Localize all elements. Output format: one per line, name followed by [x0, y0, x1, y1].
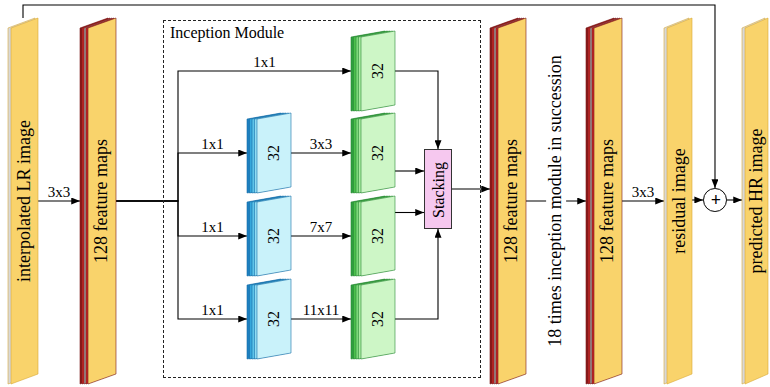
connector-arrow — [622, 200, 664, 201]
node-label: 32 — [265, 311, 283, 327]
feature-map-stack: 128 feature maps — [80, 18, 116, 384]
map-layer — [88, 18, 116, 384]
sum-node: + — [703, 188, 727, 212]
map-layer — [667, 18, 692, 384]
conv-1x1-stack: 32 — [247, 279, 291, 359]
map-layer — [11, 18, 38, 384]
connector-arrow — [116, 71, 351, 201]
node-label: 128 feature maps — [502, 139, 522, 263]
node-label: 128 feature maps — [92, 139, 112, 263]
edge-label: 3x3 — [632, 184, 655, 201]
image-band: interpolated LR image — [8, 18, 38, 384]
connector-arrow — [116, 153, 247, 201]
edge-label: 3x3 — [310, 136, 333, 153]
node-label: residual image — [670, 148, 690, 253]
connector-arrow — [727, 199, 742, 200]
edge-label: 1x1 — [201, 219, 224, 236]
node-label: 32 — [265, 228, 283, 244]
conv-1x1-stack: 32 — [247, 196, 291, 276]
edge-label: 1x1 — [201, 302, 224, 319]
node-label: Stacking — [430, 162, 448, 218]
inception-module-box: Inception Module32323232323232Stacking — [163, 20, 481, 378]
map-layer — [594, 18, 622, 384]
connector-arrow — [291, 152, 351, 153]
connector-arrow — [452, 188, 490, 189]
feature-map-stack: 128 feature maps — [586, 18, 622, 384]
conv-output-stack: 32 — [351, 196, 395, 276]
map-layer — [361, 196, 395, 276]
edge-label: 3x3 — [48, 184, 71, 201]
map-layer — [745, 18, 768, 384]
node-label: interpolated LR image — [15, 120, 35, 282]
map-layer — [257, 279, 291, 359]
conv-output-stack: 32 — [351, 31, 395, 111]
node-label: 128 feature maps — [598, 139, 618, 263]
node-label: 32 — [369, 145, 387, 161]
conv-output-stack: 32 — [351, 279, 395, 359]
connector-arrow — [395, 71, 438, 149]
edge-label: 7x7 — [310, 219, 333, 236]
node-label: predicted HR image — [747, 129, 767, 274]
node-label: Inception Module — [170, 24, 284, 42]
map-layer — [361, 31, 395, 111]
connector-arrow — [116, 201, 247, 236]
connector-arrow — [692, 199, 703, 200]
node-label: 32 — [369, 311, 387, 327]
edge-label: 1x1 — [253, 54, 276, 71]
map-layer — [498, 18, 526, 384]
stacking-box: Stacking — [424, 149, 452, 229]
connector-arrow — [291, 235, 351, 236]
connector-arrow — [395, 212, 424, 213]
map-layer — [361, 113, 395, 193]
image-band: residual image — [664, 18, 692, 384]
connector-arrow — [395, 229, 438, 319]
map-layer — [257, 196, 291, 276]
conv-1x1-stack: 32 — [247, 113, 291, 193]
feature-map-stack: 128 feature maps — [490, 18, 526, 384]
edge-label: 11x11 — [303, 302, 339, 319]
connector-arrow — [116, 201, 247, 319]
map-layer — [257, 113, 291, 193]
connector-arrow — [38, 200, 80, 201]
node-label: + — [711, 191, 721, 211]
edge-label: 18 times inception module in succession — [546, 52, 566, 349]
connector-arrow — [291, 318, 351, 319]
node-label: 32 — [369, 228, 387, 244]
node-label: 32 — [265, 145, 283, 161]
map-layer — [361, 279, 395, 359]
image-band: predicted HR image — [742, 18, 768, 384]
connector-arrow — [395, 170, 424, 171]
edge-label: 1x1 — [201, 136, 224, 153]
conv-output-stack: 32 — [351, 113, 395, 193]
node-label: 32 — [369, 63, 387, 79]
